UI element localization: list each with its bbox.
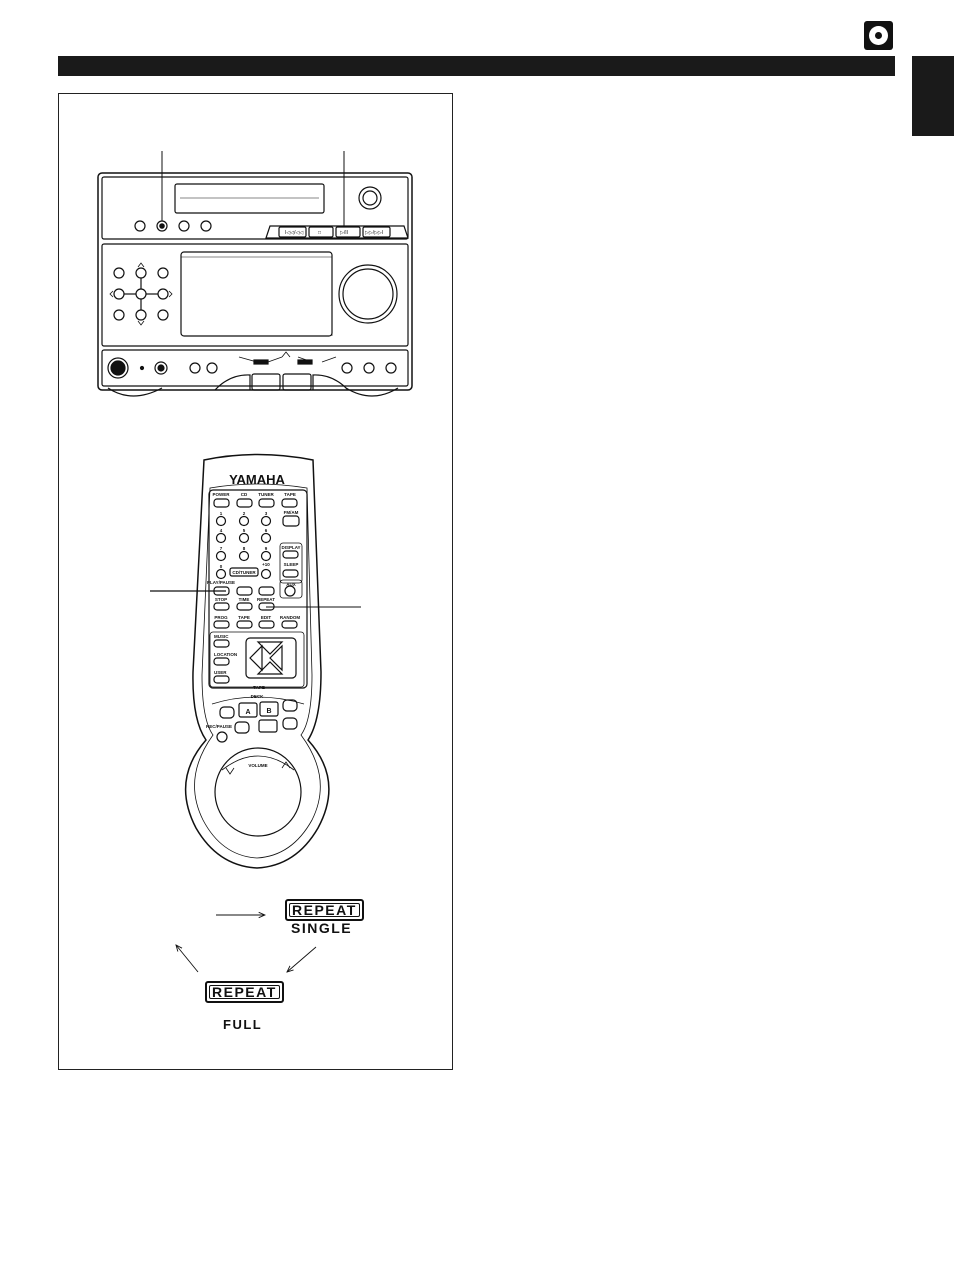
aux-button-label: AUX xyxy=(286,582,296,587)
remote-deck-label: DECK xyxy=(251,694,265,699)
skip-forward-button-label: ▷▷/▷▷I xyxy=(365,230,383,236)
remote-user-label: USER xyxy=(214,670,227,675)
remote-prog-label: PROG xyxy=(214,615,228,620)
remote-random-label: RANDOM xyxy=(280,615,300,620)
num-1-label: 1 xyxy=(220,511,223,516)
num-3-label: 3 xyxy=(265,511,268,516)
section-header-bar xyxy=(58,56,895,76)
num-4-label: 4 xyxy=(220,528,223,533)
remote-volume-label: VOLUME xyxy=(248,763,267,768)
cd-tuner-button-label: CD/TUNER xyxy=(232,570,256,575)
full-label: FULL xyxy=(223,1017,263,1032)
repeat-full-indicator: REPEAT xyxy=(205,981,284,1003)
main-unit-front-panel xyxy=(97,172,413,397)
single-label: SINGLE xyxy=(291,920,353,936)
cycle-arrow-to-full xyxy=(287,946,317,972)
cycle-arrow-to-off xyxy=(176,945,199,973)
num-0-label: 0 xyxy=(220,564,223,569)
language-side-tab xyxy=(912,56,954,136)
deck-b-label: B xyxy=(266,708,271,715)
num-6-label: 6 xyxy=(265,528,268,533)
num-9-label: 9 xyxy=(265,546,268,551)
remote-tape-section-label: TAPE xyxy=(253,685,265,690)
remote-rec-pause-label: REC/PAUSE xyxy=(206,724,232,729)
cd-disc-icon xyxy=(864,21,893,50)
play-pause-button-label: ▷/II xyxy=(340,230,348,236)
num-8-label: 8 xyxy=(243,546,246,551)
sleep-button-label: SLEEP xyxy=(284,562,299,567)
figure-frame xyxy=(58,93,453,1070)
cd-button-label: CD xyxy=(241,492,248,497)
display-button-label: DISPLAY xyxy=(281,545,300,550)
repeat-single-indicator: REPEAT xyxy=(285,899,364,921)
remote-edit-label: EDIT xyxy=(261,615,272,620)
remote-control xyxy=(184,453,330,869)
fm-am-button-label: FM/AM xyxy=(284,510,299,515)
stop-button-label: □ xyxy=(318,230,321,236)
skip-back-button-label: I◁◁/◁◁ xyxy=(285,230,303,236)
remote-stop-label: STOP xyxy=(215,597,227,602)
remote-music-label: MUSIC xyxy=(214,634,229,639)
tape-button-label: TAPE xyxy=(284,492,296,497)
deck-a-label: A xyxy=(245,709,250,716)
num-2-label: 2 xyxy=(243,511,246,516)
tuner-button-label: TUNER xyxy=(258,492,274,497)
num-7-label: 7 xyxy=(220,546,223,551)
remote-play-pause-label: PLAY/PAUSE xyxy=(207,580,235,585)
remote-location-label: LOCATION xyxy=(214,652,237,657)
remote-brand-logo: YAMAHA xyxy=(229,472,285,487)
remote-tape-label: TAPE xyxy=(238,615,250,620)
remote-repeat-label: REPEAT xyxy=(257,597,275,602)
remote-time-label: TIME xyxy=(239,597,250,602)
plus10-button-label: +10 xyxy=(262,562,270,567)
num-5-label: 5 xyxy=(243,528,246,533)
power-button-label: POWER xyxy=(212,492,230,497)
